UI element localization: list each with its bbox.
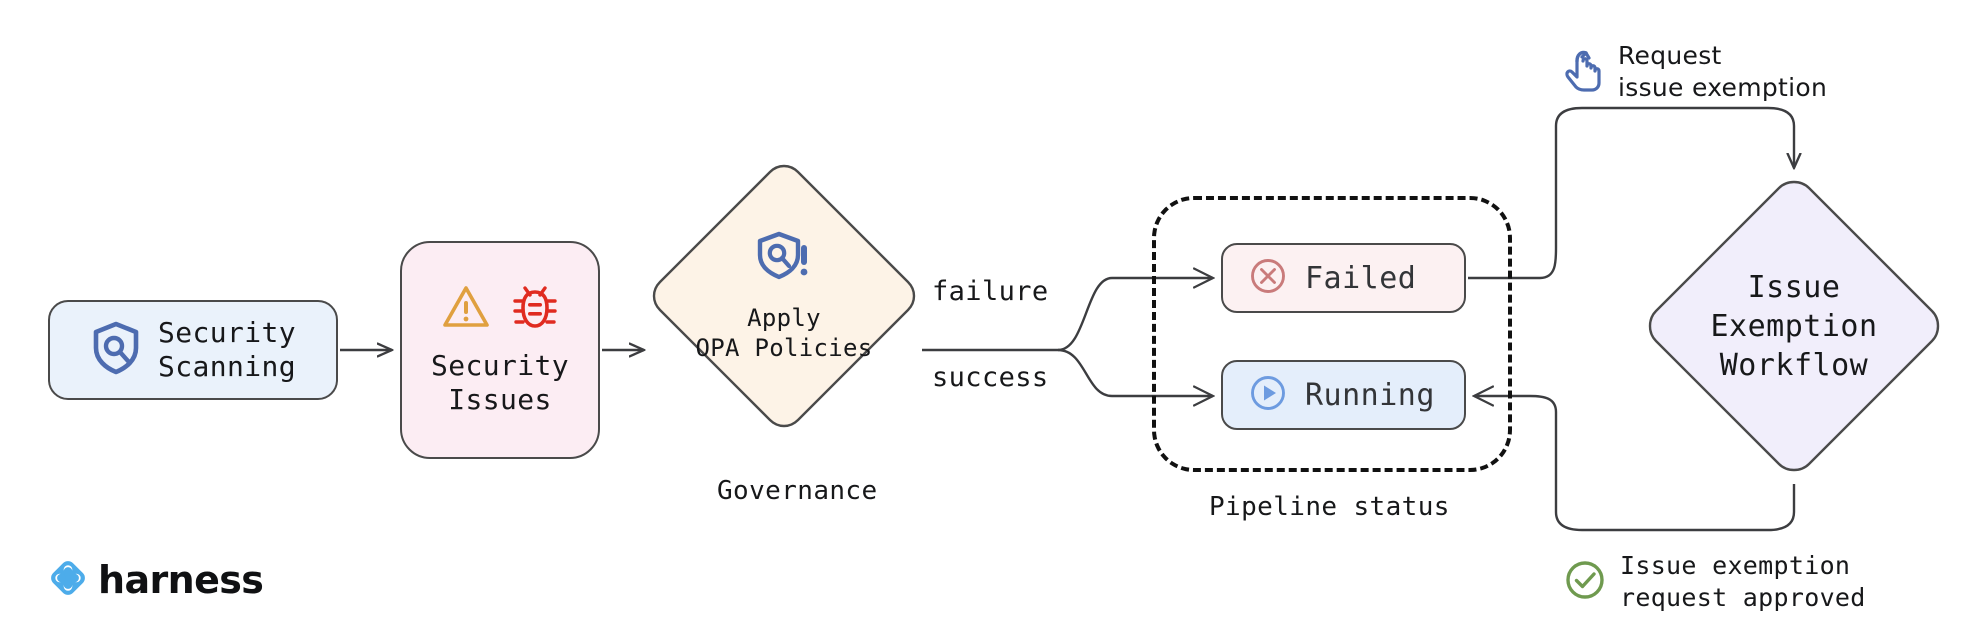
check-circle-icon xyxy=(1564,559,1606,605)
edge-label-failure: failure xyxy=(930,276,1051,307)
annotation-request-exemption-text: Request issue exemption xyxy=(1618,41,1828,102)
bug-icon xyxy=(512,283,558,335)
annotation-exemption-approved-text: Issue exemption request approved xyxy=(1620,551,1866,612)
annotation-exemption-approved: Issue exemption request approved xyxy=(1564,550,1866,614)
edge-label-success: success xyxy=(930,362,1051,393)
warning-triangle-icon xyxy=(442,284,490,334)
annotation-request-exemption: Request issue exemption xyxy=(1564,40,1827,104)
security-issues-icon-row xyxy=(442,283,558,335)
caption-governance: Governance xyxy=(717,476,878,506)
tap-hand-icon xyxy=(1564,47,1604,97)
status-pill-failed-label: Failed xyxy=(1305,260,1417,296)
status-pill-failed[interactable]: Failed xyxy=(1221,243,1466,313)
status-pill-running[interactable]: Running xyxy=(1221,360,1466,430)
shield-search-icon xyxy=(90,320,142,380)
x-circle-icon xyxy=(1249,257,1287,299)
play-circle-icon xyxy=(1249,374,1287,416)
status-pill-running-label: Running xyxy=(1305,377,1435,413)
harness-mark-icon xyxy=(48,558,88,602)
group-pipeline-status xyxy=(1152,196,1512,472)
harness-logo: harness xyxy=(48,558,264,602)
caption-pipeline-status: Pipeline status xyxy=(1209,492,1450,522)
harness-wordmark: harness xyxy=(98,558,264,602)
shield-search-alert-icon xyxy=(755,229,813,291)
